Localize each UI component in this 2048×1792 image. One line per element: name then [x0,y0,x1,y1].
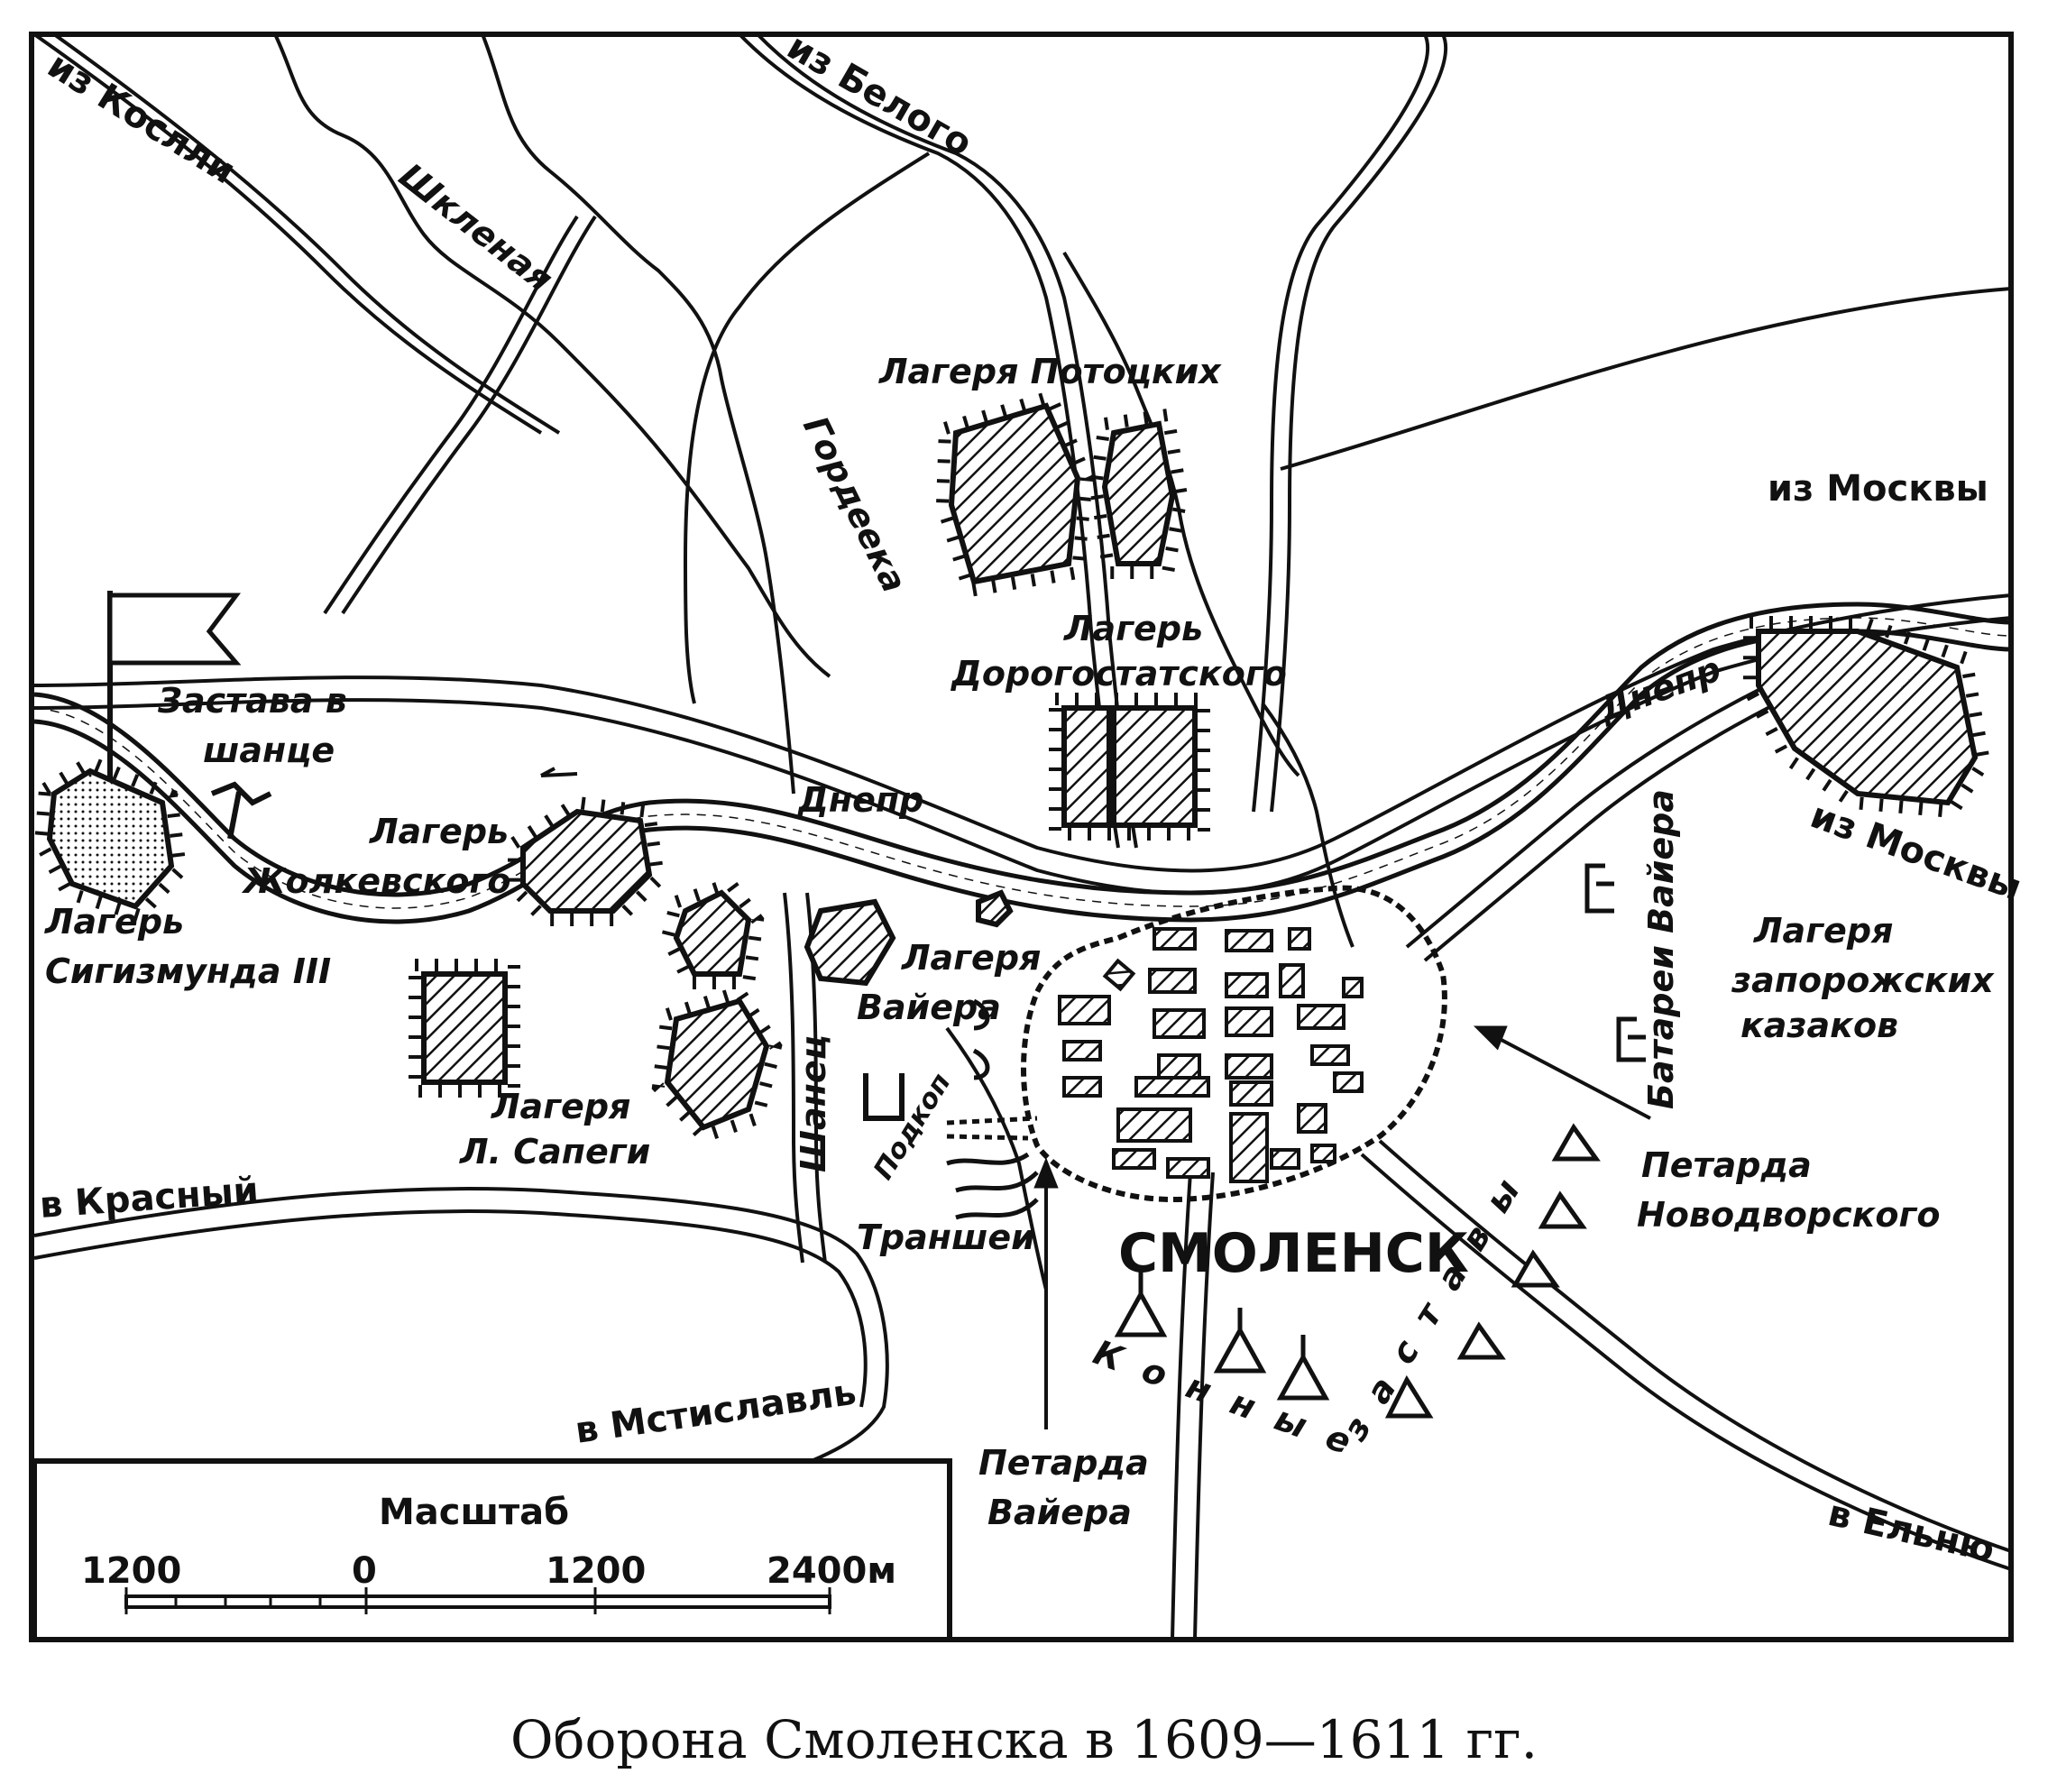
camp-pototskikh-1 [948,402,1081,585]
scale-tick-1: 1200 [81,1550,181,1592]
trenches [863,998,1651,1429]
label-sapegi-1: Лагеря [491,1087,630,1126]
road-label-mstislavl: в Мстиславль [573,1372,859,1452]
label-zastava-1: Застава в [157,681,347,721]
label-sigizmunda-1: Лагерь [44,902,184,942]
label-zholkevskogo-1: Лагерь [369,812,509,851]
camp-vayera-1 [673,889,752,977]
scale-bar [124,1594,831,1609]
label-vayera-2: Вайера [857,988,1001,1027]
road-label-belogo: из Белого [780,26,978,165]
camp-sigizmund [46,767,175,910]
zastava-shanets [210,781,272,840]
scale-tick-4: 2400м [767,1550,896,1592]
label-petarda-vay-2: Вайера [987,1493,1132,1532]
label-podkop: Подкоп [868,1068,957,1185]
roads [32,32,2012,1640]
label-zaporozh-1: Лагеря [1753,911,1893,951]
scale-box: Масштаб 1200 0 1200 2400м [32,1458,952,1642]
camp-vayera-3 [664,997,770,1131]
scale-tick-3: 1200 [546,1550,646,1592]
streams [273,33,1355,1291]
camp-palisades [33,389,1991,1144]
label-zastava-2: шанце [203,731,335,770]
river-label-gordeevka: Гордеека [795,410,914,599]
label-vayera-1: Лагеря [901,938,1041,978]
map-frame [29,32,2014,1642]
camps [46,402,1979,1131]
camp-zholkevskogo [520,808,653,914]
camp-dorogostatskogo-1 [1061,705,1112,828]
road-label-moskvy-1: из Москвы [1768,468,1988,510]
road-label-krasny: в Красный [38,1170,260,1227]
camp-sapegi [421,971,508,1085]
battery-icons [1584,863,1646,1062]
road-label-moskvy-2: из Москвы [1805,795,2027,909]
label-sigizmunda-2: Сигизмунда III [45,951,331,991]
cavalry-outposts [1114,1123,1601,1419]
road-label-koslli: из Кослли [41,44,243,192]
label-zholkevskogo-2: Жолкевского [241,861,510,901]
camp-pototskikh-2 [1101,420,1176,566]
dnepr-river [33,602,2012,924]
road-label-elnyu: в Ельню [1824,1493,1998,1571]
map-caption: Оборона Смоленска в 1609—1611 гг. [510,1709,1538,1770]
city-blocks [1058,927,1364,1183]
label-dorogostatskogo-1: Лагерь [1063,609,1203,648]
label-petarda-vay-1: Петарда [978,1443,1149,1483]
camp-zaporozh [1756,629,1979,806]
scale-title: Масштаб [379,1492,569,1533]
label-petarda-nov-1: Петарда [1641,1145,1812,1185]
label-zaporozh-2: запорожских [1731,960,1995,1000]
scale-tick-2: 0 [352,1550,377,1592]
label-batarei: Батареи Вайера [1641,789,1681,1109]
label-petarda-nov-2: Новодворского [1637,1195,1941,1235]
label-pototskikh: Лагеря Потоцких [878,352,1222,391]
label-dorogostatskogo-2: Дорогостатского [951,654,1287,694]
river-label-dnepr-1: Днепр [797,780,923,820]
label-shanets: Шанец [794,1034,833,1172]
label-zaporozh-3: казаков [1740,1006,1898,1045]
fortress-wall [1021,885,1447,1203]
camp-dorogostatskogo-2 [1111,705,1198,828]
label-sapegi-2: Л. Сапеги [459,1132,650,1172]
city-label: СМОЛЕНСК [1118,1222,1469,1285]
flag-icon [107,591,242,812]
camp-vayera-2 [804,898,896,987]
label-zastavy: заставы [1335,1153,1540,1448]
label-transhei: Траншеи [857,1218,1035,1257]
